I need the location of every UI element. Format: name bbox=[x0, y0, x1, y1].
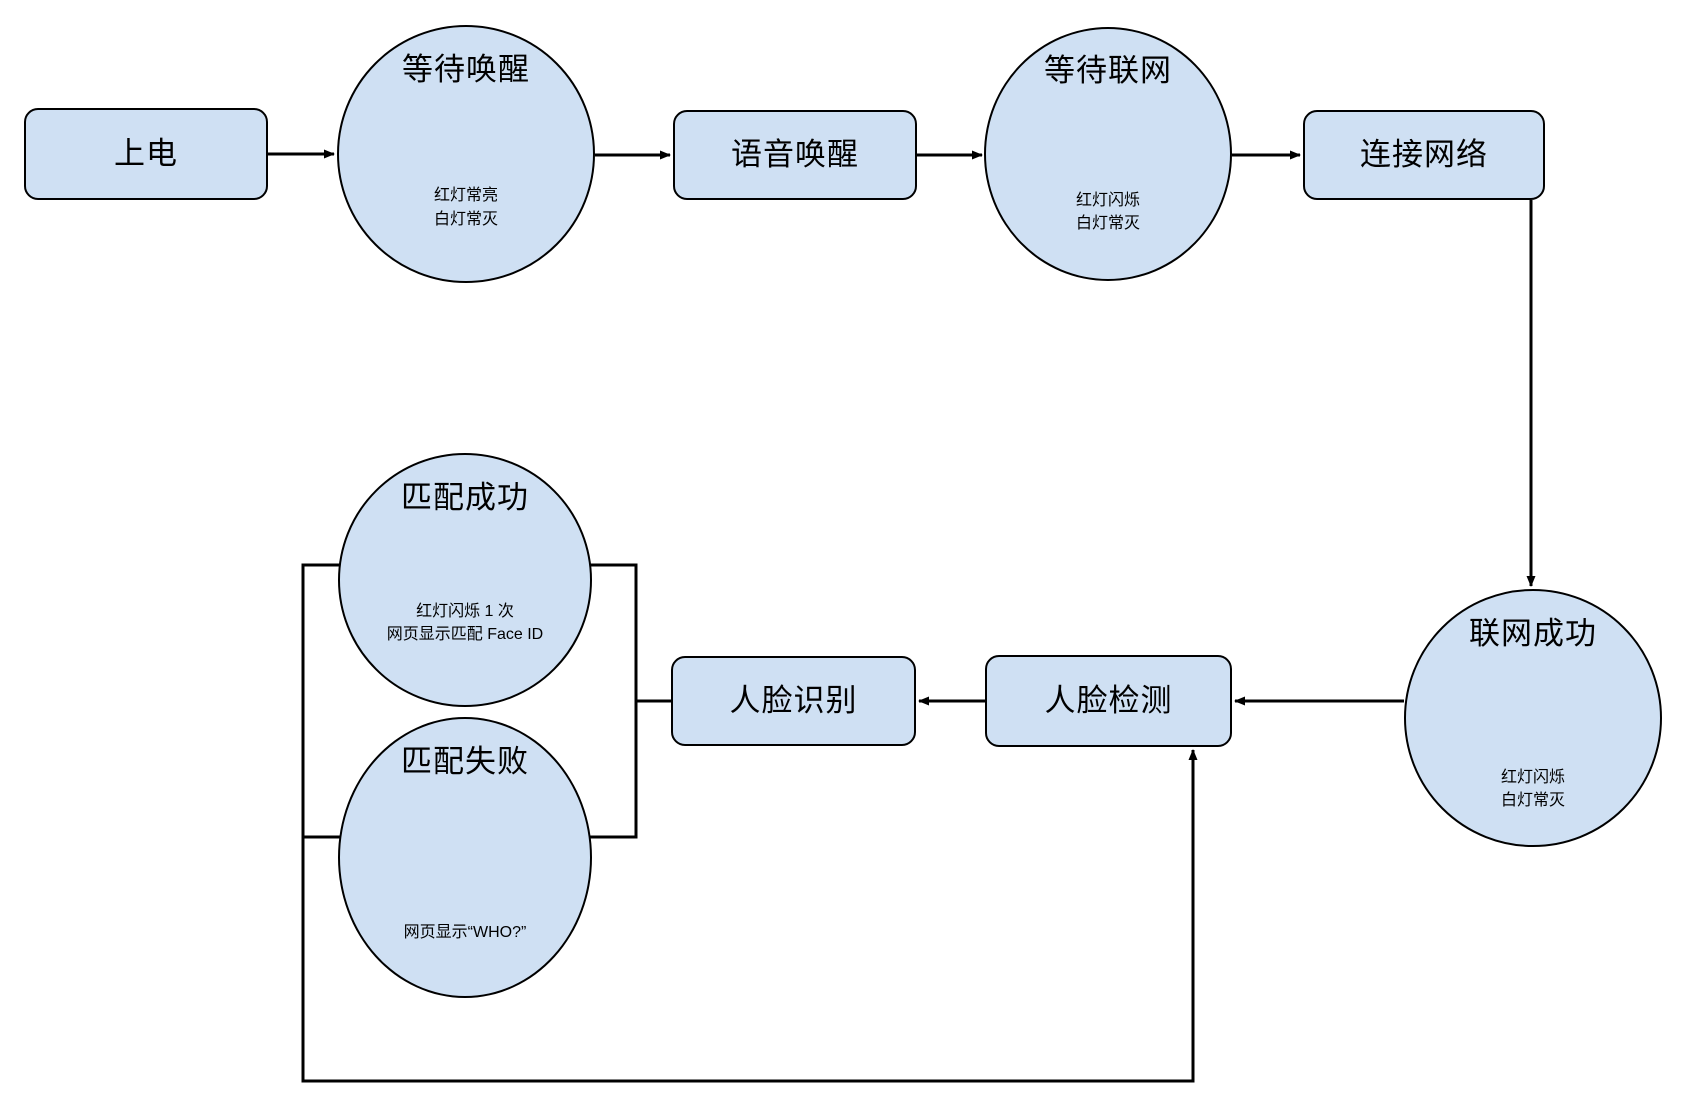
node-wait-network-label: 等待联网 bbox=[1044, 53, 1172, 89]
node-wait-wakeup[interactable]: 等待唤醒 红灯常亮 白灯常灭 bbox=[337, 25, 595, 283]
node-connect-network-label: 连接网络 bbox=[1360, 137, 1488, 173]
node-face-recognize[interactable]: 人脸识别 bbox=[671, 656, 916, 746]
node-connect-network[interactable]: 连接网络 bbox=[1303, 110, 1545, 200]
node-match-fail[interactable]: 匹配失败 网页显示“WHO?” bbox=[338, 717, 592, 998]
node-network-success[interactable]: 联网成功 红灯闪烁 白灯常灭 bbox=[1404, 589, 1662, 847]
node-wait-network-sub: 红灯闪烁 白灯常灭 bbox=[1075, 192, 1140, 233]
node-network-success-sub: 红灯闪烁 白灯常灭 bbox=[1500, 769, 1565, 810]
node-power-on[interactable]: 上电 bbox=[24, 108, 268, 200]
node-wait-wakeup-sub: 红灯常亮 白灯常灭 bbox=[433, 187, 498, 228]
node-match-fail-label: 匹配失败 bbox=[401, 744, 529, 779]
node-wait-network[interactable]: 等待联网 红灯闪烁 白灯常灭 bbox=[984, 27, 1232, 281]
node-match-success[interactable]: 匹配成功 红灯闪烁 1 次 网页显示匹配 Face ID bbox=[338, 453, 592, 707]
node-network-success-label: 联网成功 bbox=[1469, 616, 1597, 652]
node-wait-wakeup-label: 等待唤醒 bbox=[402, 52, 530, 88]
node-voice-wakeup-label: 语音唤醒 bbox=[731, 137, 859, 173]
node-face-detect-label: 人脸检测 bbox=[1044, 683, 1173, 719]
node-face-detect[interactable]: 人脸检测 bbox=[985, 655, 1232, 747]
node-match-success-label: 匹配成功 bbox=[401, 480, 529, 515]
node-voice-wakeup[interactable]: 语音唤醒 bbox=[673, 110, 917, 200]
node-match-fail-sub: 网页显示“WHO?” bbox=[403, 924, 527, 942]
node-match-success-sub: 红灯闪烁 1 次 网页显示匹配 Face ID bbox=[386, 603, 544, 644]
node-power-on-label: 上电 bbox=[114, 136, 178, 172]
node-face-recognize-label: 人脸识别 bbox=[729, 683, 858, 719]
